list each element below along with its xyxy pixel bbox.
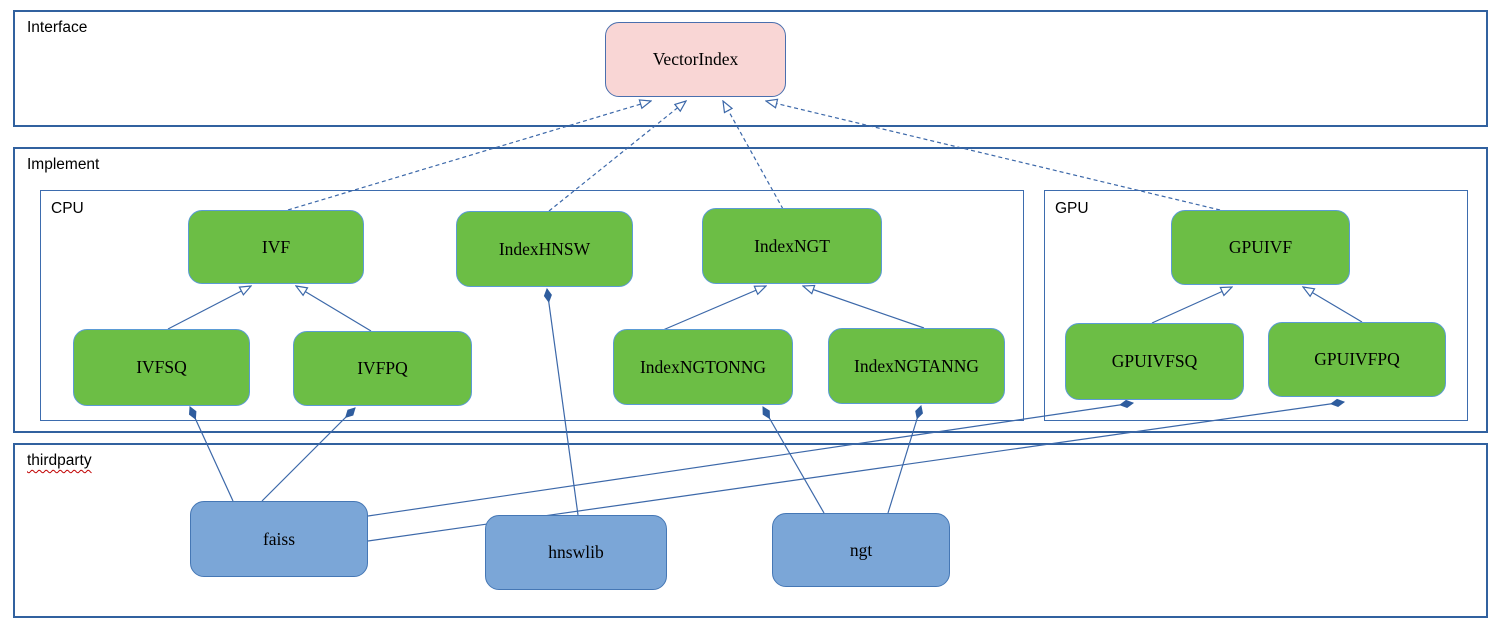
- node-ivfpq[interactable]: IVFPQ: [293, 331, 472, 406]
- edge-indexngt-to-vectorindex-realization: [723, 101, 784, 210]
- edge-ivfpq-to-ivf-generalization: [296, 286, 372, 332]
- container-label-gpu: GPU: [1055, 200, 1089, 217]
- container-interface: Interface: [13, 10, 1488, 127]
- node-indexhnsw[interactable]: IndexHNSW: [456, 211, 633, 287]
- container-label-implement: Implement: [27, 156, 100, 173]
- node-label: VectorIndex: [652, 49, 739, 69]
- container-cpu: CPU: [40, 190, 1024, 421]
- node-label: GPUIVFSQ: [1111, 351, 1198, 371]
- node-label: IVFSQ: [136, 357, 187, 377]
- node-ivf[interactable]: IVF: [188, 210, 364, 284]
- node-label: hnswlib: [548, 542, 604, 562]
- edge-gpuivfsq-to-gpuivf-generalization: [1151, 287, 1232, 324]
- node-vectorindex[interactable]: VectorIndex: [605, 22, 786, 97]
- edge-indexngtonng-to-indexngt-generalization: [662, 286, 766, 331]
- node-label: GPUIVFPQ: [1314, 349, 1400, 369]
- edge-ngt-to-indexngtanng-composition: [887, 404, 923, 514]
- node-indexngtanng[interactable]: IndexNGTANNG: [828, 328, 1005, 404]
- node-label: IndexHNSW: [498, 238, 591, 259]
- node-indexngt[interactable]: IndexNGT: [702, 208, 882, 284]
- node-label: IndexNGTANNG: [854, 355, 979, 376]
- container-label-interface: Interface: [27, 19, 88, 36]
- node-faiss[interactable]: faiss: [190, 501, 368, 577]
- node-ivfsq[interactable]: IVFSQ: [73, 329, 250, 406]
- edge-faiss-to-ivfsq-composition: [189, 406, 234, 502]
- node-hnswlib[interactable]: hnswlib: [485, 515, 667, 590]
- edge-indexngtanng-to-indexngt-generalization: [803, 286, 925, 329]
- edge-faiss-to-ivfpq-composition: [261, 407, 356, 502]
- edge-faiss-to-gpuivfsq-composition: [367, 399, 1135, 517]
- node-indexngtonng[interactable]: IndexNGTONNG: [613, 329, 793, 405]
- edge-ivf-to-vectorindex-realization: [287, 101, 651, 211]
- node-gpuivfpq[interactable]: GPUIVFPQ: [1268, 322, 1446, 397]
- edge-gpuivfpq-to-gpuivf-generalization: [1303, 287, 1363, 323]
- edge-indexhnsw-to-vectorindex-realization: [548, 101, 686, 212]
- container-label-thirdparty: thirdparty: [27, 452, 92, 469]
- node-label: IndexNGT: [754, 235, 830, 256]
- container-thirdparty: thirdparty: [13, 443, 1488, 618]
- node-label: IndexNGTONNG: [639, 356, 767, 377]
- edge-ivfsq-to-ivf-generalization: [167, 286, 251, 330]
- edge-gpuivf-to-vectorindex-realization: [766, 101, 1221, 211]
- edge-hnswlib-to-indexhnsw-composition: [543, 287, 579, 516]
- node-label: IVFPQ: [357, 358, 408, 378]
- node-ngt[interactable]: ngt: [772, 513, 950, 587]
- node-gpuivfsq[interactable]: GPUIVFSQ: [1065, 323, 1244, 400]
- container-gpu: GPU: [1044, 190, 1468, 421]
- node-label: GPUIVF: [1228, 237, 1293, 257]
- container-label-cpu: CPU: [51, 200, 84, 217]
- node-label: ngt: [849, 539, 873, 560]
- node-label: IVF: [261, 236, 291, 257]
- container-implement: Implement: [13, 147, 1488, 433]
- node-label: faiss: [262, 528, 296, 549]
- edge-ngt-to-indexngtonng-composition: [762, 406, 825, 514]
- node-gpuivf[interactable]: GPUIVF: [1171, 210, 1350, 285]
